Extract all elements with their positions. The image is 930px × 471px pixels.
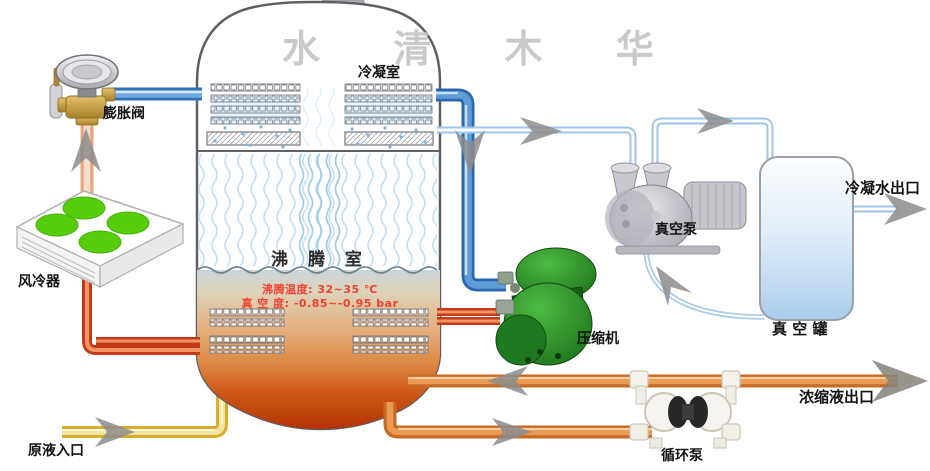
steam-rising bbox=[303, 88, 341, 146]
refrigerant-liquid-pipe bbox=[110, 87, 202, 101]
raw-liquid-pipe bbox=[62, 368, 228, 438]
liquid-surface bbox=[196, 266, 438, 274]
arrow-left-icon bbox=[487, 366, 528, 396]
arrow-right-icon bbox=[697, 108, 734, 134]
label-circulation-pump: 循环泵 bbox=[661, 448, 703, 464]
arrow-right-icon bbox=[884, 193, 927, 225]
heating-coils bbox=[209, 308, 429, 354]
expansion-valve bbox=[49, 54, 119, 126]
arrow-right-icon bbox=[492, 418, 532, 446]
arrow-curve-icon bbox=[656, 266, 692, 306]
label-concentrate-outlet: 浓缩液出口 bbox=[799, 388, 875, 406]
condensate-drain-pipe bbox=[437, 126, 637, 172]
compressor bbox=[495, 247, 597, 366]
circulation-pump bbox=[629, 370, 741, 449]
fan-blades bbox=[35, 196, 150, 254]
label-raw-liquid-inlet: 原液入口 bbox=[28, 443, 84, 459]
steam-column bbox=[299, 154, 343, 266]
suction-pipe bbox=[436, 88, 506, 292]
vacuum-pump bbox=[605, 162, 747, 255]
arrow-right-icon bbox=[95, 417, 135, 447]
seal-water-return-pipe bbox=[643, 247, 765, 320]
air-cooler bbox=[15, 190, 185, 288]
label-condensing-chamber: 冷凝室 bbox=[358, 65, 400, 81]
annotation-vacuum-degree: 真 空 度: -0.85~-0.95 bar bbox=[241, 297, 399, 310]
label-condensate-outlet: 冷凝水出口 bbox=[845, 179, 921, 197]
vacuum-pump-discharge-pipe bbox=[651, 117, 774, 172]
arrow-down-icon bbox=[455, 130, 485, 174]
label-compressor: 压缩机 bbox=[577, 331, 619, 347]
label-vacuum-pump: 真空泵 bbox=[655, 222, 697, 238]
label-air-cooler: 风冷器 bbox=[18, 274, 60, 290]
flow-arrows bbox=[71, 108, 928, 447]
watermark-text: 水 清 木 华 bbox=[282, 26, 684, 71]
circulation-suction-pipe bbox=[383, 402, 652, 439]
label-expansion-valve: 膨胀阀 bbox=[103, 106, 145, 122]
evaporator-tank bbox=[195, 0, 442, 431]
air-cooler-loop-pipe bbox=[82, 278, 200, 355]
arrow-up-icon bbox=[71, 128, 101, 172]
hot-gas-pipe bbox=[437, 308, 500, 325]
condensing-coils bbox=[210, 83, 433, 125]
vacuum-tank bbox=[759, 156, 854, 321]
label-vacuum-tank: 真 空 罐 bbox=[772, 320, 828, 338]
annotation-boiling-temp: 沸腾温度: 32~35 ℃ bbox=[262, 283, 378, 296]
label-boiling-chamber: 沸 腾 室 bbox=[271, 250, 369, 270]
condensate-droplets bbox=[213, 125, 427, 149]
arrow-right-large-icon bbox=[872, 360, 928, 402]
vent-grille bbox=[21, 236, 96, 284]
arrow-right-icon bbox=[520, 117, 562, 145]
concentrate-outlet-pipe-line bbox=[408, 374, 898, 388]
